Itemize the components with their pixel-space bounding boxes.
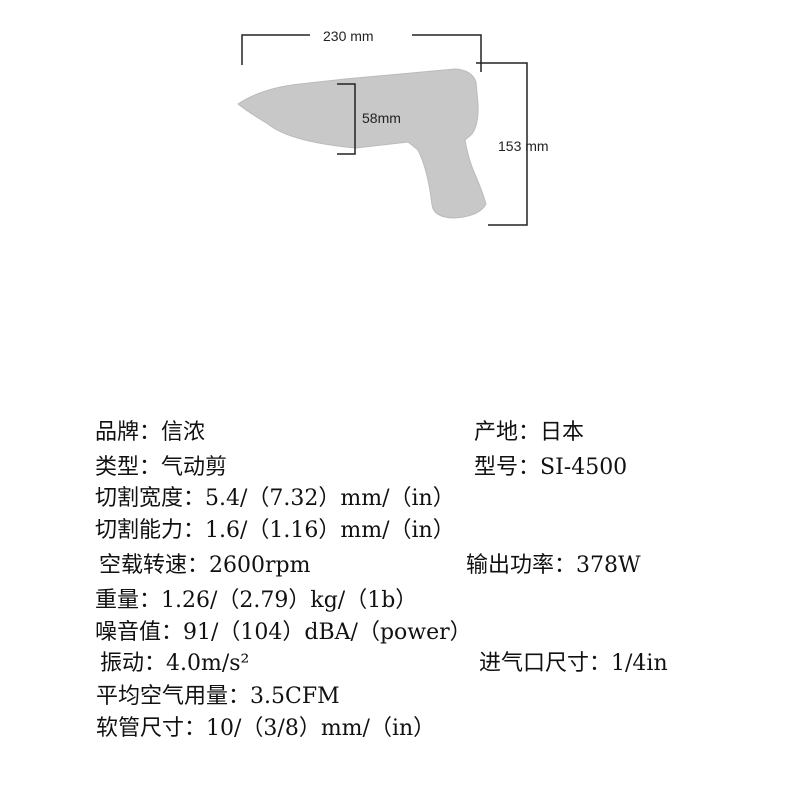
spec-air-inlet: 进气口尺寸：1/4in — [479, 651, 668, 676]
spec-vibration: 振动：4.0m/s² — [100, 651, 250, 676]
spec-output-power: 输出功率：378W — [466, 553, 641, 578]
spec-free-speed: 空载转速：2600rpm — [99, 553, 311, 578]
spec-hose-size: 软管尺寸：10/（3/8）mm/（in） — [96, 716, 436, 741]
spec-cut-capacity: 切割能力：1.6/（1.16）mm/（in） — [95, 518, 455, 543]
spec-type: 类型：气动剪 — [95, 455, 228, 480]
spec-origin: 产地：日本 — [474, 420, 585, 445]
height-label: 153 mm — [498, 138, 549, 154]
height-dimension-line — [476, 62, 528, 226]
spec-model: 型号：SI-4500 — [474, 455, 628, 480]
width-dimension-line — [241, 34, 310, 65]
spec-brand: 品牌：信浓 — [95, 420, 206, 445]
spec-cut-width: 切割宽度：5.4/（7.32）mm/（in） — [95, 486, 455, 511]
thickness-dimension-line — [337, 83, 356, 155]
spec-weight: 重量：1.26/（2.79）kg/（1b） — [95, 588, 418, 613]
spec-air-consumption: 平均空气用量：3.5CFM — [96, 684, 340, 709]
air-shear-silhouette — [237, 68, 487, 219]
spec-noise: 噪音值：91/（104）dBA/（power） — [95, 620, 472, 645]
thickness-label: 58mm — [362, 110, 401, 126]
product-dimension-diagram: 230 mm 58mm 153 mm — [237, 28, 549, 226]
width-label: 230 mm — [323, 28, 374, 44]
width-dimension-line-right — [412, 34, 482, 72]
